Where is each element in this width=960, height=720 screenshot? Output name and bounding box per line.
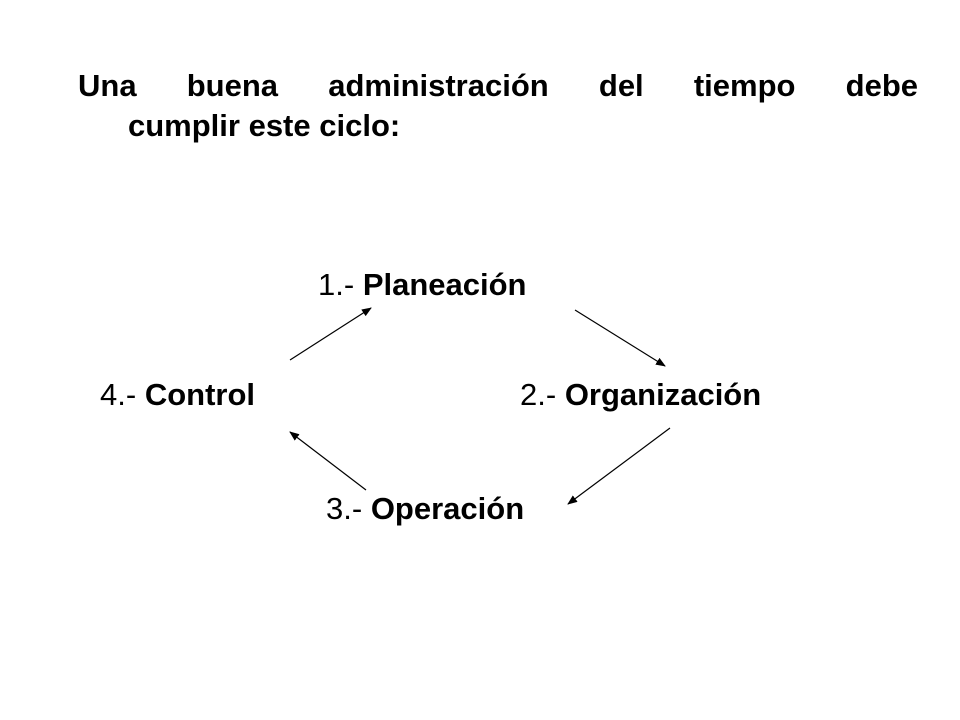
arrow-control-to-planeacion xyxy=(289,307,372,361)
cycle-step-operacion: 3.- Operación xyxy=(326,491,524,527)
step-number: 1.- xyxy=(318,267,355,302)
intro-text: Una buena administración del tiempo debe… xyxy=(78,66,918,146)
cycle-step-organizacion: 2.- Organización xyxy=(520,377,761,413)
step-number: 2.- xyxy=(520,377,557,412)
intro-line-2: cumplir este ciclo: xyxy=(128,108,401,143)
step-number: 4.- xyxy=(100,377,137,412)
step-number: 3.- xyxy=(326,491,363,526)
arrow-operacion-to-control xyxy=(289,431,367,491)
cycle-step-control: 4.- Control xyxy=(100,377,255,413)
step-name: Organización xyxy=(564,377,762,412)
step-name: Control xyxy=(144,377,256,412)
step-name: Planeación xyxy=(362,267,527,302)
arrow-planeacion-to-organizacion xyxy=(574,309,666,367)
arrow-organizacion-to-operacion xyxy=(567,427,671,505)
cycle-step-planeacion: 1.- Planeación xyxy=(318,267,527,303)
intro-line-1: Una buena administración del tiempo debe xyxy=(78,68,918,103)
step-name: Operación xyxy=(370,491,525,526)
